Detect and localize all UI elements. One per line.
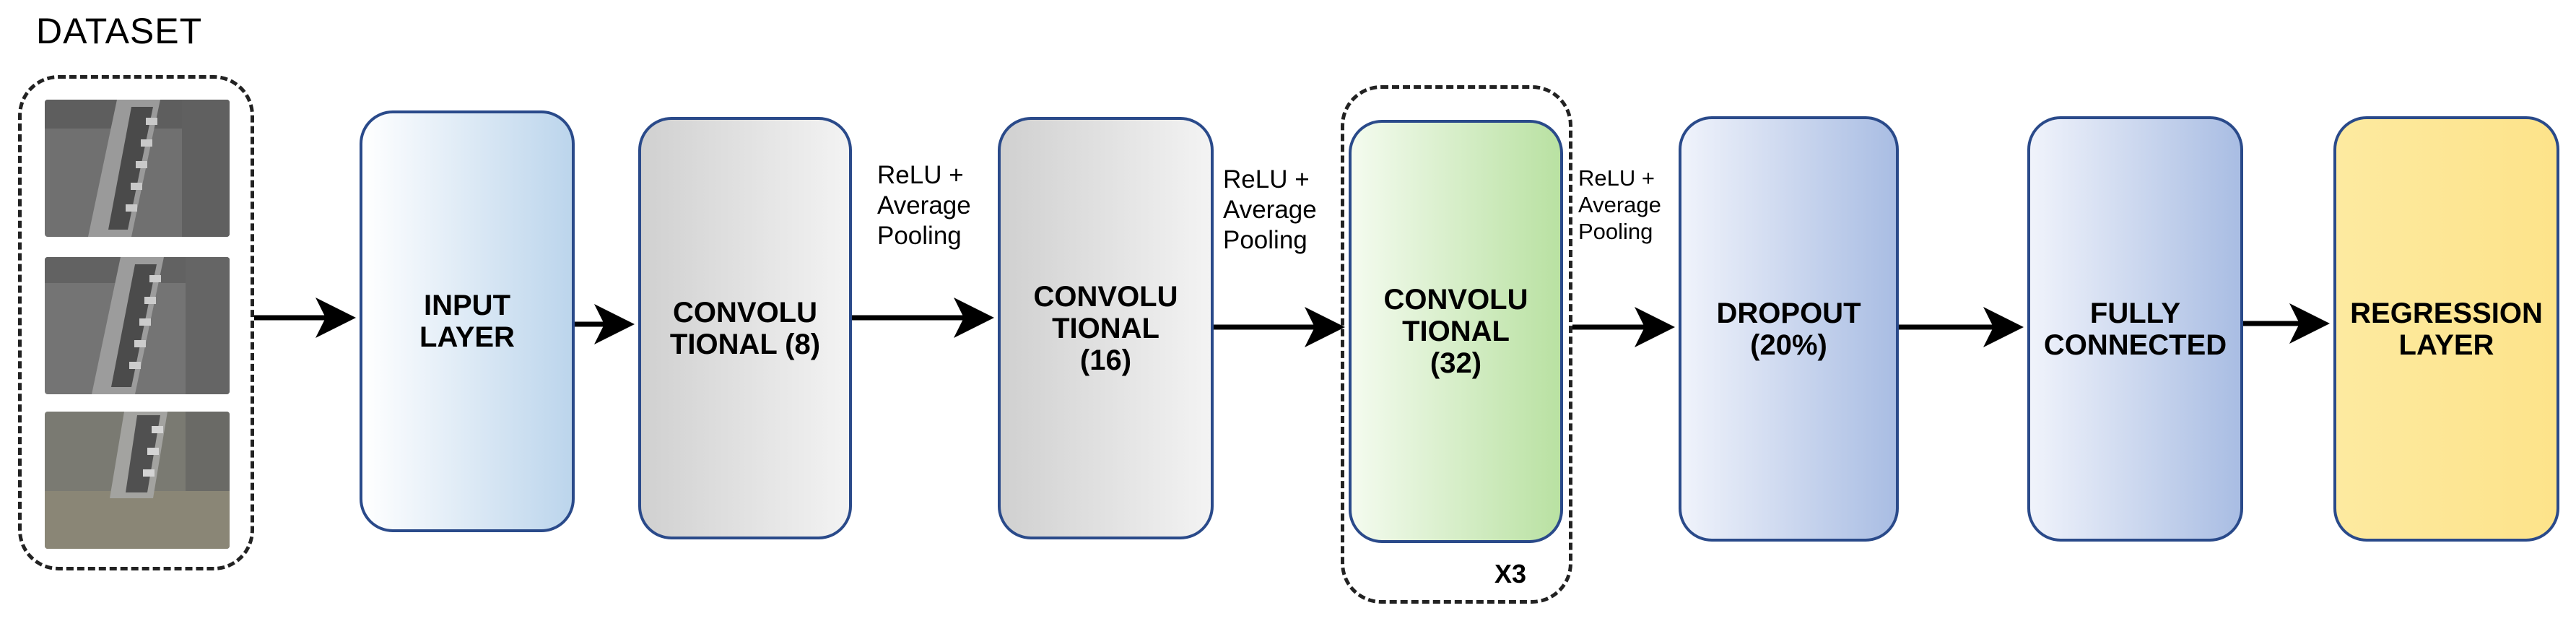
- conv16-layer-label: CONVOLU TIONAL (16): [1033, 280, 1178, 376]
- fully-connected-layer-block: FULLY CONNECTED: [2027, 116, 2243, 542]
- fully-connected-layer-label: FULLY CONNECTED: [2043, 297, 2227, 361]
- dataset-image-2: [45, 257, 230, 394]
- regression-layer-label: REGRESSION LAYER: [2350, 297, 2543, 361]
- conv32-layer-label: CONVOLU TIONAL (32): [1383, 284, 1528, 379]
- dataset-image-1: [45, 100, 230, 237]
- conv32-layer-block: CONVOLU TIONAL (32): [1349, 120, 1563, 543]
- dropout-layer-block: DROPOUT (20%): [1679, 116, 1899, 542]
- conv16-layer-block: CONVOLU TIONAL (16): [998, 117, 1214, 539]
- conv8-layer-label: CONVOLU TIONAL (8): [669, 296, 821, 360]
- dataset-image-3: [45, 412, 230, 549]
- dataset-title: DATASET: [36, 11, 203, 51]
- dataset-group: [18, 75, 254, 570]
- input-layer-block: INPUT LAYER: [360, 110, 575, 532]
- input-layer-label: INPUT LAYER: [419, 290, 515, 353]
- relu-pooling-note-2: ReLU + Average Pooling: [1223, 165, 1317, 254]
- repeat-count-label: X3: [1494, 559, 1527, 589]
- dropout-layer-label: DROPOUT (20%): [1716, 297, 1861, 361]
- relu-pooling-note-3: ReLU + Average Pooling: [1578, 165, 1661, 245]
- relu-pooling-note-1: ReLU + Average Pooling: [877, 161, 971, 250]
- regression-layer-block: REGRESSION LAYER: [2333, 116, 2559, 542]
- conv8-layer-block: CONVOLU TIONAL (8): [638, 117, 852, 539]
